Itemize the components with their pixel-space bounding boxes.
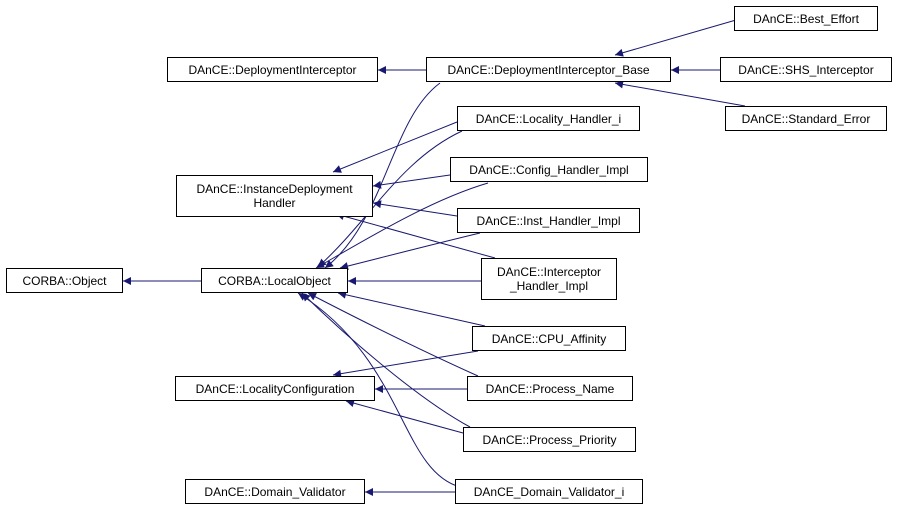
node-cpu-affinity[interactable]: DAnCE::CPU_Affinity [472,326,626,351]
edge-standard-error-to-base [614,80,746,107]
node-label-line1: DAnCE::InstanceDeployment [196,182,353,196]
node-label: DAnCE::Locality_Handler_i [475,111,622,126]
node-label: DAnCE::LocalityConfiguration [195,381,355,396]
edge-inst-handler-to-idh [372,200,458,217]
node-label: DAnCE::Standard_Error [741,111,871,126]
edge-cpu-affinity-to-localobject [337,290,486,327]
node-process-name[interactable]: DAnCE::Process_Name [467,376,633,401]
node-corba-object[interactable]: CORBA::Object [6,268,123,293]
node-locality-handler-i[interactable]: DAnCE::Locality_Handler_i [457,106,640,131]
edge-config-handler-to-idh [372,174,451,189]
node-label: DAnCE::Domain_Validator [204,484,346,499]
node-inst-handler-impl[interactable]: DAnCE::Inst_Handler_Impl [457,208,640,233]
node-shs-interceptor[interactable]: DAnCE::SHS_Interceptor [720,57,892,82]
node-label: CORBA::Object [22,273,107,288]
node-standard-error[interactable]: DAnCE::Standard_Error [725,106,887,131]
node-label-line1: DAnCE::Interceptor [496,265,602,279]
node-domain-validator-i[interactable]: DAnCE_Domain_Validator_i [455,479,643,504]
node-instance-deployment-handler[interactable]: DAnCE::InstanceDeployment Handler [176,175,373,217]
edge-config-handler-to-localobject [315,182,489,269]
node-label: DAnCE::Interceptor _Handler_Impl [497,265,601,293]
edge-interceptor-handler-to-idh [335,212,496,259]
node-label: DAnCE::CPU_Affinity [491,331,607,346]
node-best-effort[interactable]: DAnCE::Best_Effort [734,6,878,31]
node-label: DAnCE::Inst_Handler_Impl [476,213,621,228]
edge-domain-validator-i-to-localobject [297,292,461,488]
node-label-line2: Handler [253,196,296,210]
edge-inst-handler-to-localobject [339,232,481,270]
edge-best-effort-to-base [614,19,737,57]
node-deployment-interceptor-base[interactable]: DAnCE::DeploymentInterceptor_Base [426,57,671,82]
node-label: DAnCE::Process_Priority [482,432,617,447]
node-config-handler-impl[interactable]: DAnCE::Config_Handler_Impl [450,157,648,182]
edge-locality-handler-to-idh [332,121,458,173]
node-label: CORBA::LocalObject [218,273,331,288]
node-label: DAnCE::Process_Name [485,381,615,396]
edge-locality-handler-to-localobject [317,130,463,268]
edge-process-name-to-localobject [307,292,479,377]
node-corba-localobject[interactable]: CORBA::LocalObject [201,268,348,293]
node-label: DAnCE::InstanceDeployment Handler [196,182,352,210]
edge-process-priority-to-localobject [301,292,471,428]
edge-process-priority-to-locality-config [345,399,464,434]
edge-base-to-localobject [324,82,441,269]
node-interceptor-handler-impl[interactable]: DAnCE::Interceptor _Handler_Impl [481,258,617,300]
node-label: DAnCE::Config_Handler_Impl [469,162,629,177]
node-label: DAnCE_Domain_Validator_i [473,484,625,499]
node-label: DAnCE::SHS_Interceptor [738,62,874,77]
node-label: DAnCE::DeploymentInterceptor_Base [447,62,650,77]
node-label: DAnCE::DeploymentInterceptor [188,62,357,77]
node-deployment-interceptor[interactable]: DAnCE::DeploymentInterceptor [167,57,378,82]
node-process-priority[interactable]: DAnCE::Process_Priority [463,427,636,452]
edge-cpu-affinity-to-locality-config [332,350,479,378]
node-label: DAnCE::Best_Effort [753,11,859,26]
node-domain-validator[interactable]: DAnCE::Domain_Validator [185,479,365,504]
node-locality-configuration[interactable]: DAnCE::LocalityConfiguration [175,376,375,401]
node-label-line2: _Handler_Impl [509,279,589,293]
